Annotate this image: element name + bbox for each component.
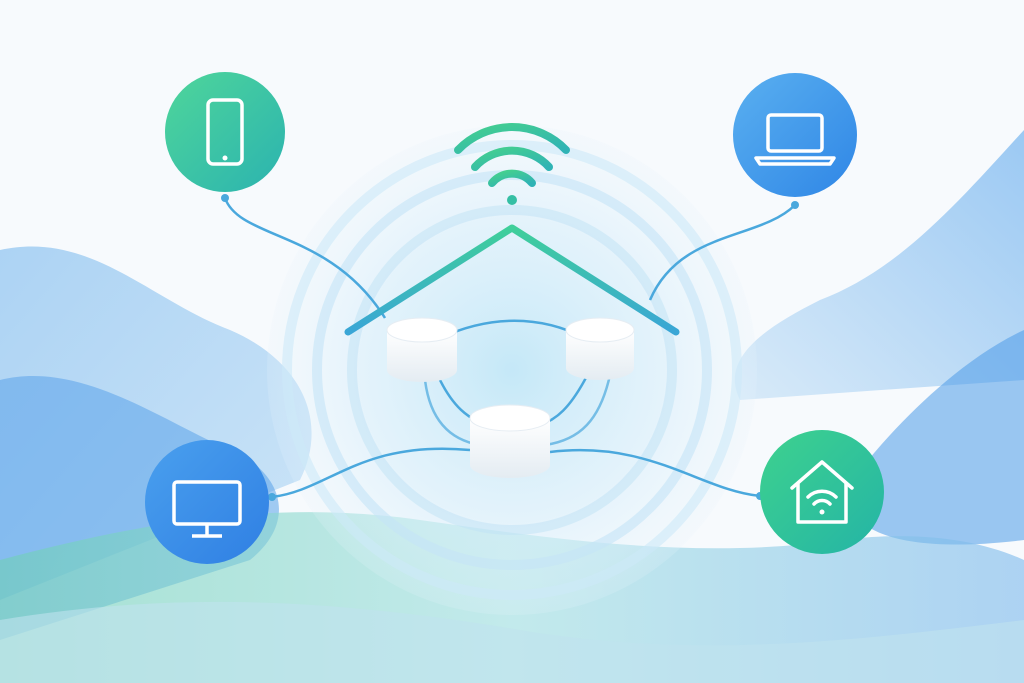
phone-connection [223,197,387,319]
signal-glow [267,125,757,615]
laptop-connection [648,204,796,301]
mesh-node-left [386,317,458,382]
monitor-connection [271,447,471,499]
connector-dots [221,194,799,501]
smartphone-icon [206,98,244,166]
house-outline-icon [344,224,680,444]
device-monitor [145,440,269,564]
mesh-node-bottom [469,404,551,478]
device-laptop [733,73,857,197]
device-smart-home [760,430,884,554]
wifi-icon [454,123,570,205]
mesh-node-right [565,317,635,380]
smart-home-connection [549,448,761,498]
monitor-icon [172,480,242,538]
mesh-nodes [386,317,635,478]
laptop-icon [754,113,836,166]
smart-home-icon [790,460,854,524]
device-smartphone [165,72,285,192]
